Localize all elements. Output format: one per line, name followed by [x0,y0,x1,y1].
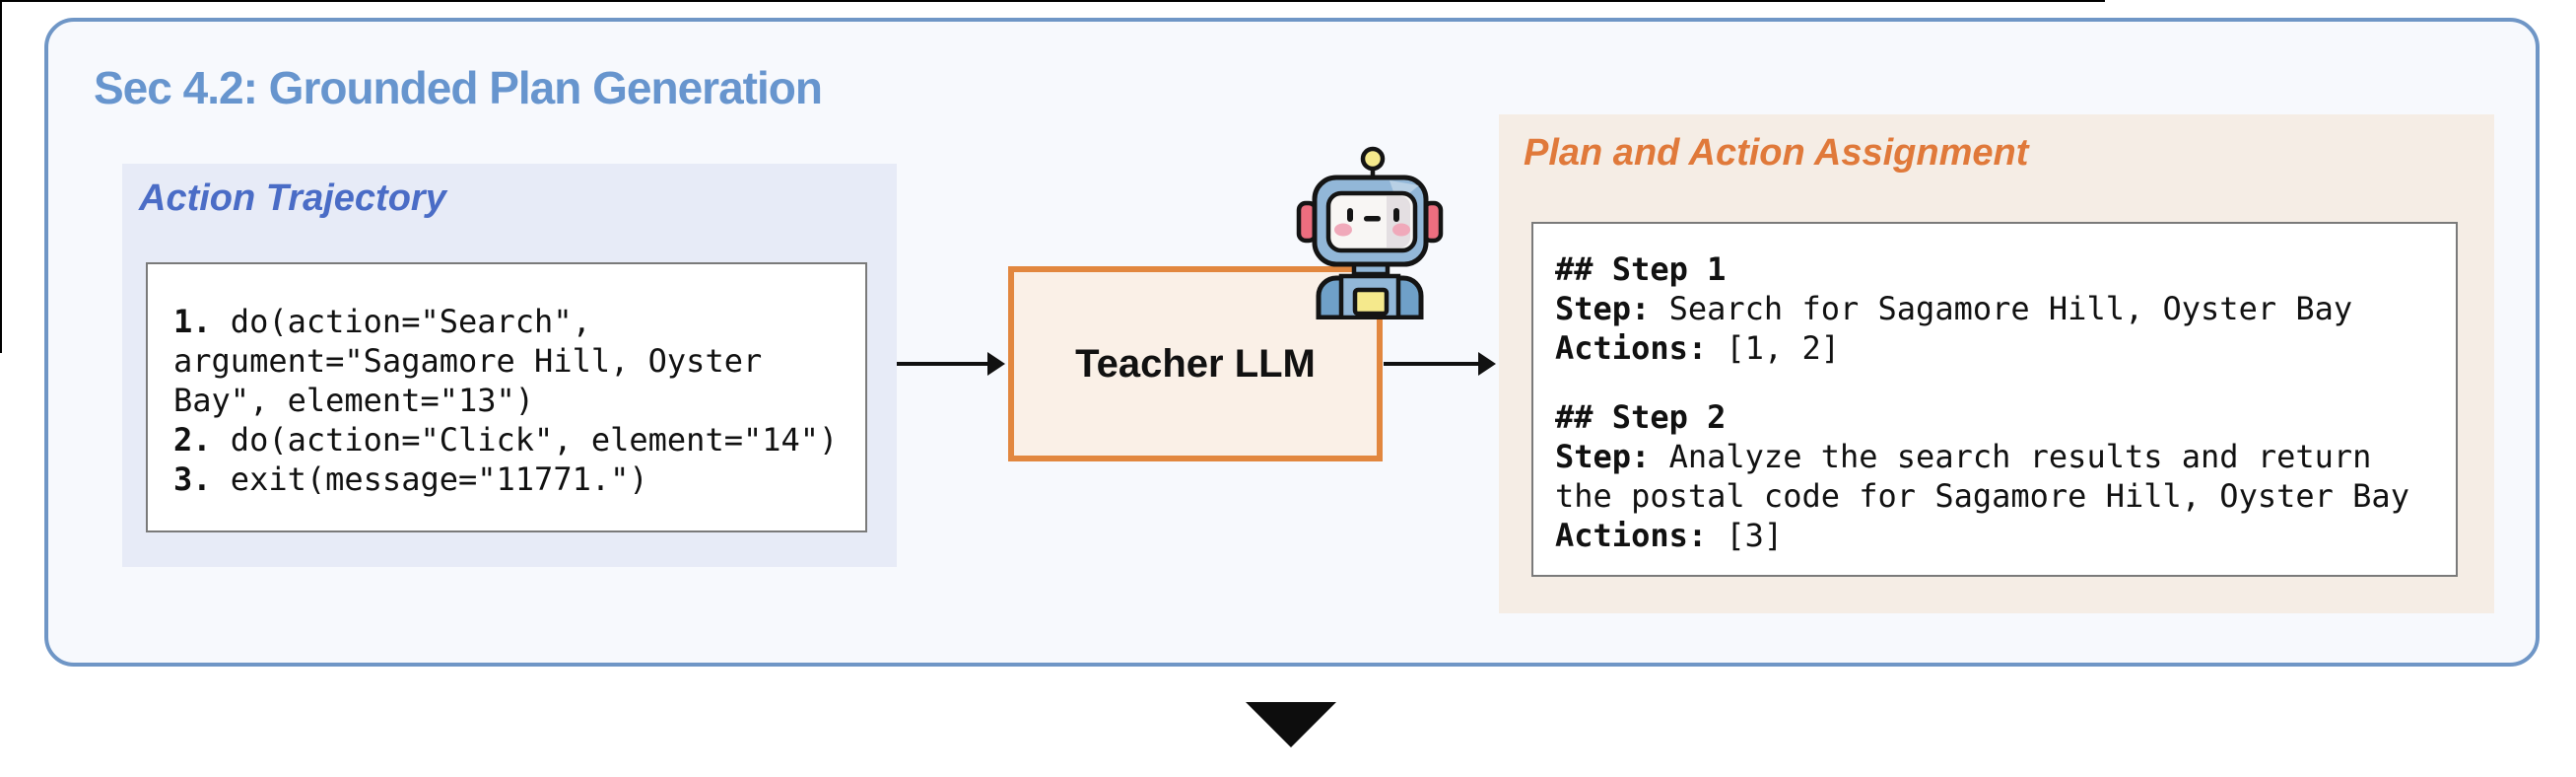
code-line: Step: Search for Sagamore Hill, Oyster B… [1555,290,2353,327]
section-title: Sec 4.2: Grounded Plan Generation [94,62,823,113]
code-line: argument="Sagamore Hill, Oyster [173,342,763,380]
code-line: the postal code for Sagamore Hill, Oyste… [1555,477,2409,515]
code-line: 2. do(action="Click", element="14") [173,421,839,459]
code-line: 1. do(action="Search", [173,303,591,340]
arrow-right-icon [897,362,991,366]
arrow-down-icon [1246,702,1336,747]
code-line: Actions: [3] [1555,517,1784,554]
action-trajectory-codebox: 1. do(action="Search",argument="Sagamore… [146,262,867,532]
arrow-right-head-icon [987,352,1005,376]
action-trajectory-label: Action Trajectory [139,177,446,219]
code-line: 3. exit(message="11771.") [173,460,648,498]
robot-icon [1296,146,1444,319]
arrow-right-head-icon [1478,352,1496,376]
teacher-llm-label: Teacher LLM [1075,341,1316,386]
plan-assignment-label: Plan and Action Assignment [1524,132,2029,174]
action-trajectory-panel: Action Trajectory 1. do(action="Search",… [122,164,897,567]
code-line: ## Step 2 [1555,398,1727,436]
arrow-right-icon [1384,362,1482,366]
code-line: Actions: [1, 2] [1555,329,1840,367]
code-line: Bay", element="13") [173,382,535,419]
left-border-rule [0,0,2,353]
code-line: ## Step 1 [1555,250,1727,288]
top-border-rule [0,0,2105,2]
code-line [1555,368,2438,397]
code-line: Step: Analyze the search results and ret… [1555,438,2372,475]
